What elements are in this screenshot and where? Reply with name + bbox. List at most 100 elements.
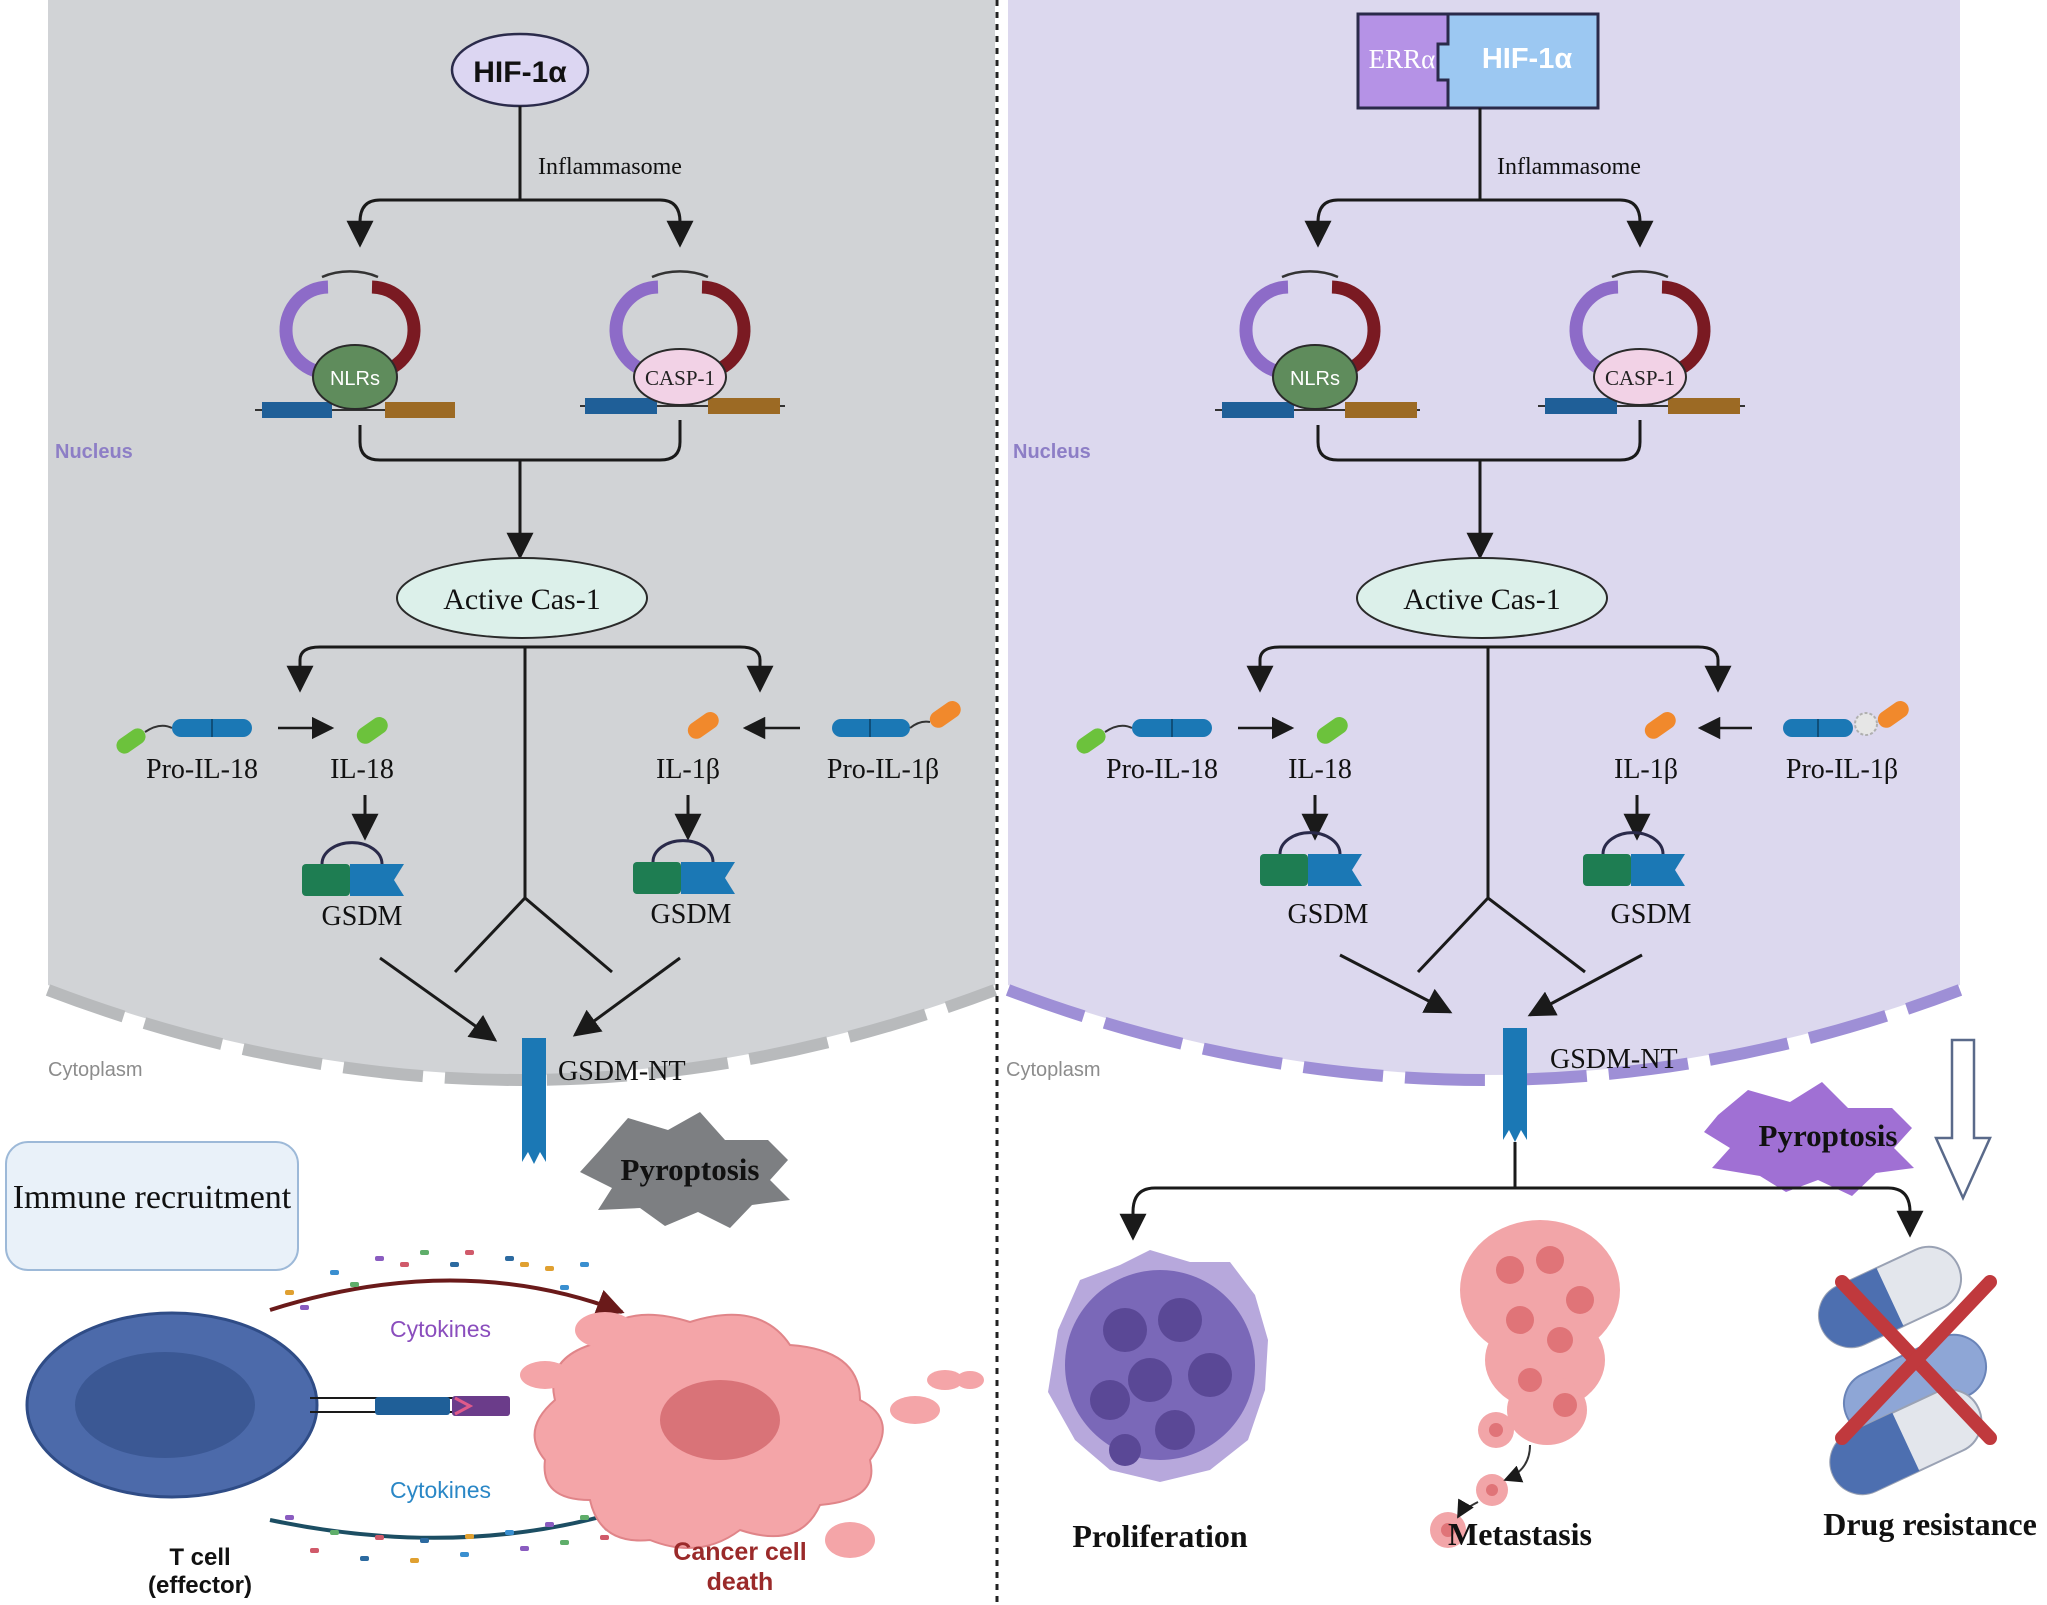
cytokine-particle xyxy=(560,1285,569,1290)
hif1a-block xyxy=(1436,12,1600,110)
active-cas1-node xyxy=(396,557,648,639)
pro-il18-icon xyxy=(1076,728,1106,754)
gsdm-right-label: GSDM xyxy=(1611,899,1692,930)
pro-il18-label: Pro-IL-18 xyxy=(1106,754,1218,785)
arrow-icon xyxy=(1304,198,1480,248)
casp1-label: CASP-1 xyxy=(1605,366,1675,390)
left-nuclear-envelope xyxy=(45,984,998,1086)
cytokines-bottom-label: Cytokines xyxy=(390,1477,491,1503)
nlrs-node xyxy=(312,344,398,410)
gene-bar-icon xyxy=(262,402,332,418)
hif1a-label: HIF-1α xyxy=(473,56,567,89)
right-panel: ERRα HIF-1α Inflammasome NLRs CASP-1 Nuc… xyxy=(1005,0,2037,1554)
gene-bar-icon xyxy=(385,402,455,418)
il1b-icon xyxy=(1644,712,1676,739)
pore-icon xyxy=(522,1038,546,1164)
casp1-node xyxy=(1593,348,1687,406)
il18-icon xyxy=(356,717,388,744)
pro-il18-icon xyxy=(116,728,146,754)
cytokine-particle xyxy=(400,1262,409,1267)
active-cas1-label: Active Cas-1 xyxy=(1403,583,1560,616)
cytokine-particle xyxy=(545,1522,554,1527)
il18-label: IL-18 xyxy=(1288,754,1352,785)
gene-bar-icon xyxy=(1345,402,1417,418)
gsdm-nt-label: GSDM-NT xyxy=(558,1056,686,1087)
immune-recruitment-label: Immune recruitment xyxy=(13,1179,292,1216)
pro-il1b-label: Pro-IL-1β xyxy=(827,754,939,785)
immune-recruitment-box xyxy=(5,1141,299,1271)
casp1-label: CASP-1 xyxy=(645,366,715,390)
il1b-icon xyxy=(687,712,719,739)
cytoplasm-label: Cytoplasm xyxy=(48,1059,142,1081)
arrow-icon xyxy=(453,895,613,974)
cytokine-particle xyxy=(505,1530,514,1535)
errα-label: ERRα xyxy=(1369,44,1436,74)
arrow-icon xyxy=(1416,895,1586,974)
right-nucleus xyxy=(1008,0,1960,1075)
tumor-icon xyxy=(1048,1250,1268,1482)
arrow-icon xyxy=(572,956,681,1037)
cytokine-particle xyxy=(560,1540,569,1545)
cytokine-particle xyxy=(465,1534,474,1539)
gene-bar-icon xyxy=(585,398,657,414)
cancer-cell-nucleus xyxy=(660,1380,780,1460)
pyroptosis-cell-icon xyxy=(1704,1082,1914,1196)
cytokine-particle xyxy=(375,1535,384,1540)
right-nuclear-envelope xyxy=(1005,984,1963,1086)
gene-bar-icon xyxy=(1545,398,1617,414)
cytokine-particle xyxy=(285,1290,294,1295)
cytokines-top-label: Cytokines xyxy=(390,1316,491,1342)
pyroptosis-label: Pyroptosis xyxy=(621,1152,760,1187)
gsdm-nt-label: GSDM-NT xyxy=(1550,1044,1678,1075)
pro-il18-label: Pro-IL-18 xyxy=(146,754,258,785)
cytokine-particle xyxy=(285,1515,294,1520)
gsdm-right-label: GSDM xyxy=(651,899,732,930)
proliferation-label: Proliferation xyxy=(1072,1518,1248,1554)
active-cas1-label: Active Cas-1 xyxy=(443,583,600,616)
cytokine-particle xyxy=(410,1558,419,1563)
left-panel: HIF-1α Inflammasome NLRs CASP-1 Nucleus … xyxy=(5,0,998,1599)
il1b-label: IL-1β xyxy=(1614,754,1678,785)
inflammasome-label: Inflammasome xyxy=(538,154,682,180)
casp1-node xyxy=(633,348,727,406)
cytokine-particles xyxy=(285,1250,609,1563)
nlrs-node xyxy=(1272,344,1358,410)
hif1a-label: HIF-1α xyxy=(1482,43,1573,75)
cytokine-particle xyxy=(375,1256,384,1261)
arrow-icon xyxy=(1480,198,1654,248)
arrow-icon xyxy=(1339,953,1453,1014)
cytokine-particle xyxy=(330,1270,339,1275)
cytokine-particle xyxy=(545,1266,554,1271)
cytokine-particle xyxy=(600,1535,609,1540)
t-cell-sublabel: (effector) xyxy=(148,1572,252,1599)
pore-icon xyxy=(1503,1028,1527,1142)
nlrs-label: NLRs xyxy=(1290,368,1340,390)
cytokine-particle xyxy=(580,1262,589,1267)
cytokine-particle xyxy=(460,1552,469,1557)
pro-il1b-icon xyxy=(929,701,961,728)
cytokine-particle xyxy=(580,1515,589,1520)
pyroptosis-cell-icon xyxy=(580,1112,790,1228)
drug-resistance-label: Drug resistance xyxy=(1823,1506,2037,1542)
gsdm-left-label: GSDM xyxy=(322,901,403,932)
cytokine-particle xyxy=(310,1548,319,1553)
cytokine-particle xyxy=(300,1305,309,1310)
arrow-icon xyxy=(1527,953,1643,1017)
nucleus-label: Nucleus xyxy=(55,441,133,463)
cytokine-particle xyxy=(360,1556,369,1561)
il18-label: IL-18 xyxy=(330,754,394,785)
gene-bar-icon xyxy=(1222,402,1294,418)
mhc-receptor-icon xyxy=(452,1396,510,1416)
nlrs-label: NLRs xyxy=(330,368,380,390)
cross-icon xyxy=(1835,1275,1997,1445)
cytokine-particle xyxy=(520,1546,529,1551)
cytokine-particle xyxy=(505,1256,514,1261)
pro-il1b-label: Pro-IL-1β xyxy=(1786,754,1898,785)
arrow-icon xyxy=(379,956,498,1042)
gene-bar-icon xyxy=(708,398,780,414)
metastasis-cluster-icon xyxy=(1430,1220,1620,1548)
arrow-icon xyxy=(346,198,520,248)
arrow-icon xyxy=(298,645,774,693)
metastasis-label: Metastasis xyxy=(1448,1516,1592,1552)
